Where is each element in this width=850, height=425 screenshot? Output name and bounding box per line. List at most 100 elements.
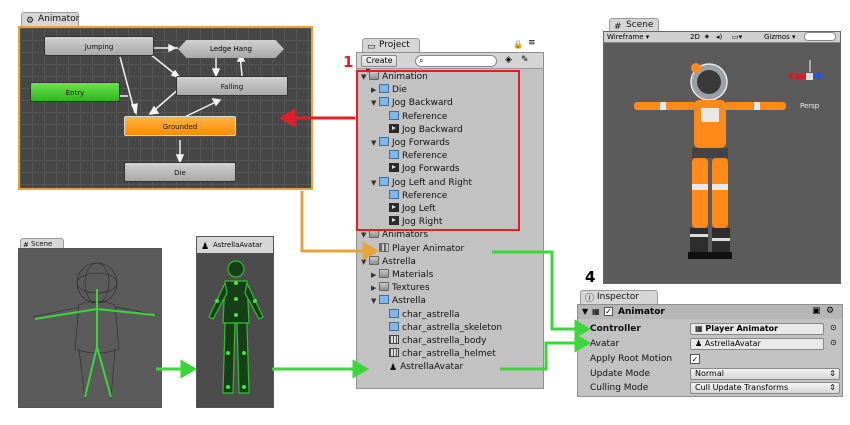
scene-view-skeleton[interactable] <box>18 248 162 408</box>
animator-graph[interactable]: Jumping Ledge Hang Falling Entry Grounde… <box>18 26 313 190</box>
tree-item[interactable]: Reference <box>381 150 447 163</box>
lighting-icon[interactable]: ✷ <box>704 33 710 41</box>
tree-item[interactable]: char_astrella_helmet <box>381 348 496 361</box>
state-grounded[interactable]: Grounded <box>124 116 236 136</box>
tree-item[interactable]: ▼Jog Left and Right <box>371 176 472 190</box>
tree-item[interactable]: ▶ Materials <box>371 269 433 282</box>
tree-item[interactable]: Reference <box>381 189 447 203</box>
help-icon[interactable]: ▣ <box>812 306 821 316</box>
tree-item-label: Jog Left <box>402 204 436 214</box>
apply-root-motion-label: Apply Root Motion <box>590 354 673 364</box>
tree-item[interactable]: ▼Jog Backward <box>371 97 453 110</box>
tab-inspector[interactable]: ⓘ Inspector <box>580 290 658 304</box>
filter-type-icon[interactable]: ◈ <box>505 55 512 65</box>
search-icon: ⌕ <box>419 56 424 65</box>
filter-label-icon[interactable]: ✎ <box>521 55 529 65</box>
expand-down-icon[interactable]: ▼ <box>361 257 367 266</box>
folder-icon <box>369 255 379 265</box>
audio-icon[interactable]: ◂) <box>716 33 723 41</box>
lock-icon[interactable]: 🔒 <box>513 40 523 49</box>
tree-item[interactable]: char_astrella_body <box>381 335 486 348</box>
settings-gear-icon[interactable]: ⚙ <box>826 306 835 316</box>
animator-controller-icon: ▦ <box>695 324 703 333</box>
tree-item[interactable]: ▼Animators <box>361 229 428 242</box>
tree-item[interactable]: char_astrella_skeleton <box>381 321 502 335</box>
tree-item[interactable]: ▼Astrella <box>361 255 416 269</box>
tree-item[interactable]: Reference <box>381 110 447 124</box>
state-entry-label: Entry <box>65 89 85 97</box>
state-die[interactable]: Die <box>124 162 236 182</box>
astronaut-character <box>634 60 823 259</box>
project-panel: Create ▾ ⌕ ◈ ✎ ▼Animation▶Die▼Jog Backwa… <box>356 52 544 389</box>
project-toolbar: Create ▾ ⌕ ◈ ✎ <box>357 53 543 75</box>
expand-right-icon[interactable]: ▶ <box>371 86 377 95</box>
culling-mode-dropdown[interactable]: Cull Update Transforms ⇕ <box>690 382 840 394</box>
scene-view[interactable]: Wireframe ▾ 2D ✷ ◂) ▭▾ Gizmos ▾ <box>603 31 841 284</box>
create-dropdown[interactable]: Create ▾ <box>361 55 397 75</box>
tab-animator[interactable]: ⚙ Animator <box>21 12 79 26</box>
component-enabled-checkbox[interactable]: ✓ <box>604 307 613 316</box>
tree-item[interactable]: Player Animator <box>371 242 464 256</box>
expand-down-icon[interactable]: ▼ <box>371 99 377 108</box>
tree-item[interactable]: Jog Forwards <box>381 163 460 176</box>
tree-item[interactable]: Jog Right <box>381 216 442 229</box>
tree-item[interactable]: ▶Textures <box>371 282 430 295</box>
object-picker-icon[interactable]: ⊙ <box>830 323 837 332</box>
state-entry[interactable]: Entry <box>30 82 120 102</box>
mesh-icon <box>389 335 399 344</box>
annotation-number-1: 1 <box>343 53 354 71</box>
foldout-arrow-icon[interactable]: ▼ <box>582 307 589 316</box>
model-icon <box>379 295 389 305</box>
object-picker-icon[interactable]: ⊙ <box>830 338 837 347</box>
animation-clip-icon <box>389 203 399 212</box>
tab-scene-small[interactable]: # Scene <box>20 238 64 249</box>
menu-icon[interactable]: ≡ <box>528 38 536 48</box>
expand-down-icon[interactable]: ▼ <box>361 73 367 81</box>
animation-clip-icon <box>389 123 399 133</box>
tree-item[interactable]: Jog Backward <box>381 123 463 137</box>
shading-mode-dropdown[interactable]: Wireframe ▾ <box>607 33 650 41</box>
tree-item[interactable]: ▼Astrella <box>371 295 426 308</box>
state-ledge-hang-label: Ledge Hang <box>210 45 252 53</box>
apply-root-motion-checkbox[interactable]: ✓ <box>690 354 700 364</box>
tree-item[interactable]: Jog Left <box>381 203 436 216</box>
expand-right-icon[interactable]: ▶ <box>371 271 377 279</box>
scene-search-input[interactable] <box>804 32 836 41</box>
model-icon <box>389 308 399 318</box>
animation-clip-icon <box>389 216 399 226</box>
tree-item-label: char_astrella <box>402 309 460 320</box>
effects-icon[interactable]: ▭▾ <box>732 33 743 41</box>
tab-project[interactable]: ▭ Project <box>362 38 420 52</box>
expand-down-icon[interactable]: ▼ <box>371 297 377 306</box>
skeleton-wireframe <box>32 262 158 400</box>
avatar-preview-panel[interactable]: ♟ AstrellaAvatar <box>196 236 274 408</box>
expand-right-icon[interactable]: ▶ <box>371 284 377 293</box>
tree-item[interactable]: ▼Jog Forwards <box>371 137 450 150</box>
2d-toggle[interactable]: 2D <box>690 33 700 41</box>
tab-scene[interactable]: # Scene <box>609 18 659 32</box>
tab-scene-small-label: Scene <box>31 240 53 248</box>
model-icon <box>379 97 389 107</box>
model-icon <box>389 321 399 331</box>
controller-value: Player Animator <box>705 324 779 333</box>
state-ledge-hang[interactable]: Ledge Hang <box>178 40 284 58</box>
tree-item[interactable]: ♟AstrellaAvatar <box>381 361 463 374</box>
controller-field[interactable]: ▦ Player Animator <box>690 323 824 335</box>
search-input[interactable]: ⌕ <box>415 55 497 67</box>
culling-mode-value: Cull Update Transforms <box>695 383 789 392</box>
state-falling[interactable]: Falling <box>176 76 288 96</box>
expand-down-icon[interactable]: ▼ <box>371 178 377 187</box>
tree-item[interactable]: ▶Die <box>371 84 407 97</box>
expand-down-icon[interactable]: ▼ <box>361 231 367 240</box>
avatar-field[interactable]: ♟ AstrellaAvatar <box>690 338 824 350</box>
tree-item-label: Reference <box>402 151 448 162</box>
gizmos-dropdown[interactable]: Gizmos ▾ <box>764 33 796 41</box>
tree-item-label: Jog Backward <box>402 124 463 135</box>
green-arrow-avatar-asset <box>272 359 369 379</box>
expand-down-icon[interactable]: ▼ <box>371 139 377 147</box>
tree-item-label: Materials <box>392 270 434 280</box>
tree-item[interactable]: char_astrella <box>381 308 460 322</box>
state-jumping[interactable]: Jumping <box>44 36 154 56</box>
persp-label[interactable]: Persp <box>800 102 820 110</box>
update-mode-dropdown[interactable]: Normal ⇕ <box>690 368 840 380</box>
